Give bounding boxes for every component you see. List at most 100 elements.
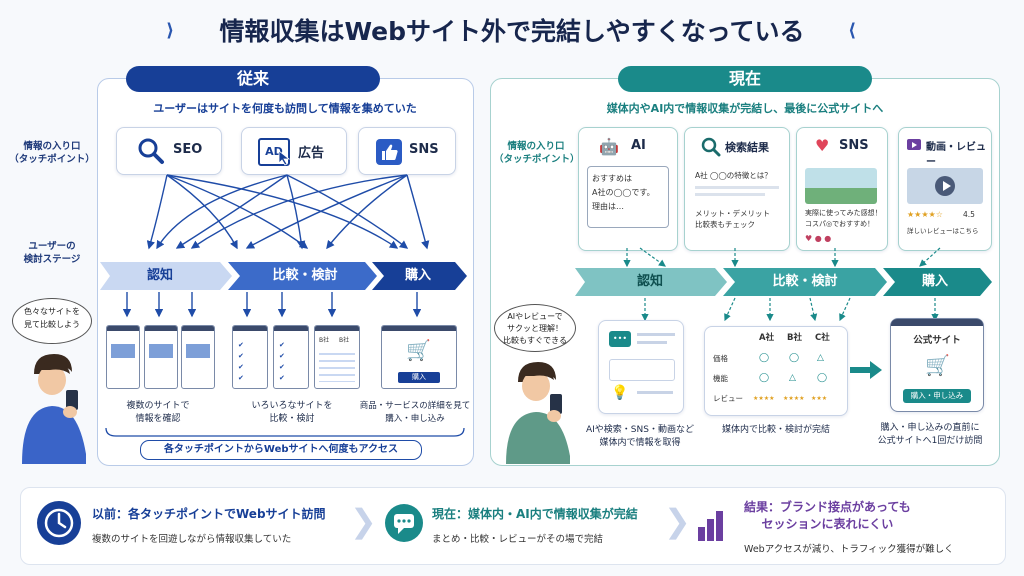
sns-post-card: ♥ SNS 実際に使ってみた感想！ コスパ◎でおすすめ！ ♥ ● ●	[796, 127, 888, 251]
stage-side-label: ユーザーの 検討ステージ	[23, 241, 81, 265]
search-icon	[701, 137, 721, 157]
search-icon	[138, 138, 164, 164]
current-stage-bar	[575, 268, 992, 296]
search-result-line	[695, 186, 779, 189]
stage-awareness-left: 認知	[146, 268, 173, 283]
ai-label: AI	[631, 138, 646, 153]
lightbulb-icon: 💡	[611, 385, 629, 401]
ad-label: 広告	[298, 146, 325, 161]
search-result-title: A社 ◯◯の特徴とは？	[695, 171, 772, 180]
right-caption-3: 購入・申し込みの直前に 公式サイトへ1回だけ訪問	[877, 423, 983, 446]
traditional-pill: 従来	[126, 66, 380, 92]
current-subtitle: 媒体内やAI内で情報収集が完結し、最後に公式サイトへ	[606, 102, 884, 115]
bar-chart-icon	[698, 511, 723, 541]
search-result-line-2	[695, 193, 765, 196]
video-thumbnail[interactable]	[907, 168, 983, 204]
buy-button[interactable]: 購入	[398, 372, 440, 383]
col-header-a: A社	[759, 333, 775, 343]
site-screen-1	[106, 325, 140, 389]
chevron-right-icon: ❯	[664, 502, 691, 540]
summary-before-title: 以前：各タッチポイントでWebサイト訪問	[92, 507, 326, 521]
text-block-icon	[609, 359, 675, 381]
search-result-desc: メリット・デメリット 比較表もチェック	[695, 209, 770, 229]
right-caption-2: 媒体内で比較・検討が完結	[721, 425, 830, 435]
chat-bubble-icon	[385, 504, 423, 542]
thumbs-up-icon	[376, 139, 402, 165]
comparison-cell: ◯	[759, 373, 770, 383]
comparison-cell: ◯	[817, 373, 828, 383]
col-header-b: B社	[787, 333, 802, 343]
left-caption-2: いろいろなサイトを 比較・検討	[251, 401, 333, 424]
search-result-label: 検索結果	[725, 141, 769, 154]
sns-post-label: SNS	[839, 138, 869, 153]
traditional-subtitle: ユーザーはサイトを何度も訪問して情報を集めていた	[153, 102, 417, 115]
sns-post-text: 実際に使ってみた感想！ コスパ◎でおすすめ！	[805, 209, 882, 228]
col-header-c: C社	[815, 333, 830, 343]
video-review-card: 動画・レビュー ★★★★☆ 4.5 詳しいレビューはこちら	[898, 127, 992, 251]
official-purchase-button[interactable]: 購入・申し込み	[903, 389, 971, 403]
ad-card: AD 広告	[241, 127, 347, 175]
comparison-cell: ◯	[789, 353, 800, 363]
ai-answer-text: おすすめは A社の◯◯です。 理由は…	[592, 174, 655, 211]
sns-label: SNS	[409, 142, 439, 157]
right-caption-1: AIや検索・SNS・動画など 媒体内で情報を取得	[586, 425, 694, 448]
summary-now-sub: まとめ・比較・レビューがその場で完結	[432, 534, 604, 545]
title-deco-left: ⟩	[166, 20, 175, 41]
cart-icon: 🛒	[925, 353, 950, 377]
summary-result-title: 結果：ブランド接点があっても セッションに表れにくい	[744, 500, 911, 531]
comparison-table: A社 B社 C社 価格◯◯△機能◯△◯レビュー★★★★★★★★★★★	[704, 326, 848, 416]
purchase-screen: 🛒 購入	[381, 325, 457, 389]
comparison-row-label: レビュー	[713, 394, 743, 403]
stage-purchase-left: 購入	[404, 268, 431, 283]
footer-bracket	[105, 427, 465, 437]
comparison-row-label: 機能	[713, 374, 728, 383]
chat-icon: •••	[609, 331, 631, 347]
current-entry-label: 情報の入り口 （タッチポイント）	[494, 141, 580, 165]
compare-screen-table: B社 B社	[314, 325, 360, 389]
current-pill: 現在	[618, 66, 872, 92]
compare-screen-1: ✔✔✔✔	[232, 325, 268, 389]
table-header-2: B社	[339, 337, 350, 344]
comparison-row-label: 価格	[713, 354, 728, 363]
page-title: 情報収集はWebサイト外で完結しやすくなっている	[219, 17, 805, 46]
cursor-icon	[278, 150, 291, 166]
comparison-cell: △	[817, 353, 824, 363]
traditional-stage-bar	[100, 262, 467, 290]
stage-awareness-right: 認知	[636, 274, 663, 289]
comparison-cell: ◯	[759, 353, 770, 363]
stage-purchase-right: 購入	[921, 274, 948, 289]
to-official-arrow	[850, 361, 882, 379]
traditional-footer: 各タッチポイントからWebサイトへ何度もアクセス	[140, 440, 422, 460]
official-site-title: 公式サイト	[913, 335, 961, 346]
current-dashed-arrows	[623, 247, 941, 268]
site-screen-2	[144, 325, 178, 389]
ad-icon: AD	[258, 138, 290, 166]
person-left	[22, 354, 86, 464]
ai-card: 🤖 AI おすすめは A社の◯◯です。 理由は…	[578, 127, 678, 251]
left-caption-1: 複数のサイトで 情報を確認	[126, 401, 190, 424]
heart-icon: ♥	[815, 136, 830, 155]
summary-now-title: 現在：媒体内・AI内で情報収集が完結	[432, 507, 638, 521]
title-deco-right: ⟨	[848, 20, 857, 41]
seo-label: SEO	[173, 142, 203, 157]
review-stars: ★★★★☆	[907, 210, 943, 219]
person-right	[506, 362, 570, 464]
summary-before-sub: 複数のサイトを回遊しながら情報収集していた	[92, 534, 292, 545]
official-site-card: 公式サイト 🛒 購入・申し込み	[890, 318, 984, 412]
chevron-right-icon: ❯	[350, 502, 377, 540]
stage-compare-left: 比較・検討	[272, 268, 338, 283]
left-caption-3: 商品・サービスの詳細を見て 購入・申し込み	[359, 401, 471, 424]
compare-screen-2: ✔✔✔✔	[273, 325, 309, 389]
ai-answer-box	[587, 166, 669, 228]
traditional-down-arrows	[122, 292, 422, 318]
traditional-arrows	[146, 174, 430, 250]
comparison-cell: ★★★★	[783, 395, 805, 402]
comparison-cell: ★★★★	[753, 395, 775, 402]
review-link-text[interactable]: 詳しいレビューはこちら	[907, 227, 979, 235]
search-card: 検索結果 A社 ◯◯の特徴とは？ メリット・デメリット 比較表もチェック	[684, 127, 790, 251]
left-thought-bubble: 色々なサイトを 見て比較しよう	[12, 298, 92, 344]
comparison-cell: △	[789, 373, 796, 383]
right-thought-bubble: AIやレビューで サクッと理解！ 比較もすぐできる	[494, 304, 576, 352]
table-header-1: B社	[319, 337, 330, 344]
comparison-cell: ★★★	[811, 395, 828, 402]
